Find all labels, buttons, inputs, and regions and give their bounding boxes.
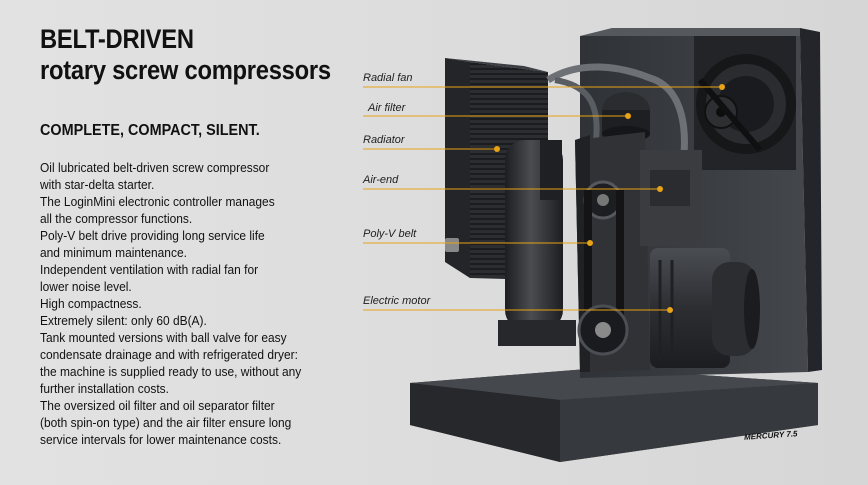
description-line: (both spin-on type) and the air filter e… xyxy=(40,415,292,430)
electric-motor xyxy=(650,248,760,368)
description-line: Independent ventilation with radial fan … xyxy=(40,262,259,277)
dot-radiator xyxy=(494,146,500,152)
callout-poly-v-belt: Poly-V belt xyxy=(363,228,417,240)
description-line: Tank mounted versions with ball valve fo… xyxy=(40,330,287,345)
callout-radiator: Radiator xyxy=(363,134,405,146)
description-line: High compactness. xyxy=(40,296,142,311)
title-line-2: rotary screw compressors xyxy=(40,55,331,85)
base-frame xyxy=(410,326,818,462)
callout-lines xyxy=(363,86,722,311)
description-line: the machine is supplied ready to use, wi… xyxy=(40,364,302,379)
dot-electric-motor xyxy=(667,307,673,313)
feature-description: Oil lubricated belt-driven screw compres… xyxy=(40,159,316,448)
subtitle: COMPLETE, COMPACT, SILENT. xyxy=(40,122,260,139)
description-line: and minimum maintenance. xyxy=(40,245,187,260)
description-line: further installation costs. xyxy=(40,381,169,396)
description-line: all the compressor functions. xyxy=(40,211,193,226)
dot-air-filter xyxy=(625,113,631,119)
dot-radial-fan xyxy=(719,84,725,90)
description-line: with star-delta starter. xyxy=(40,177,155,192)
receiver-tank xyxy=(498,140,576,346)
dot-air-end xyxy=(657,186,663,192)
description-line: condensate drainage and with refrigerate… xyxy=(40,347,298,362)
description-line: The LoginMini electronic controller mana… xyxy=(40,194,275,209)
page-title: BELT-DRIVEN rotary screw compressors xyxy=(40,24,331,86)
description-line: lower noise level. xyxy=(40,279,132,294)
oil-hose xyxy=(554,77,600,141)
radial-fan xyxy=(694,36,796,170)
description-line: Poly-V belt drive providing long service… xyxy=(40,228,265,243)
callout-radial-fan: Radial fan xyxy=(363,72,413,84)
motor-pulley-hub xyxy=(595,322,611,338)
callout-air-end: Air-end xyxy=(363,174,399,186)
description-line: The oversized oil filter and oil separat… xyxy=(40,398,275,413)
air-end xyxy=(583,150,702,246)
callout-electric-motor: Electric motor xyxy=(363,295,431,307)
title-line-1: BELT-DRIVEN xyxy=(40,24,194,54)
dot-poly-v-belt xyxy=(587,240,593,246)
poly-v-belt xyxy=(584,190,624,330)
description-line: Extremely silent: only 60 dB(A). xyxy=(40,313,207,328)
callout-air-filter: Air filter xyxy=(368,102,406,114)
callout-dots xyxy=(494,84,725,313)
description-line: Oil lubricated belt-driven screw compres… xyxy=(40,160,270,175)
description-line: service intervals for lower maintenance … xyxy=(40,432,282,447)
